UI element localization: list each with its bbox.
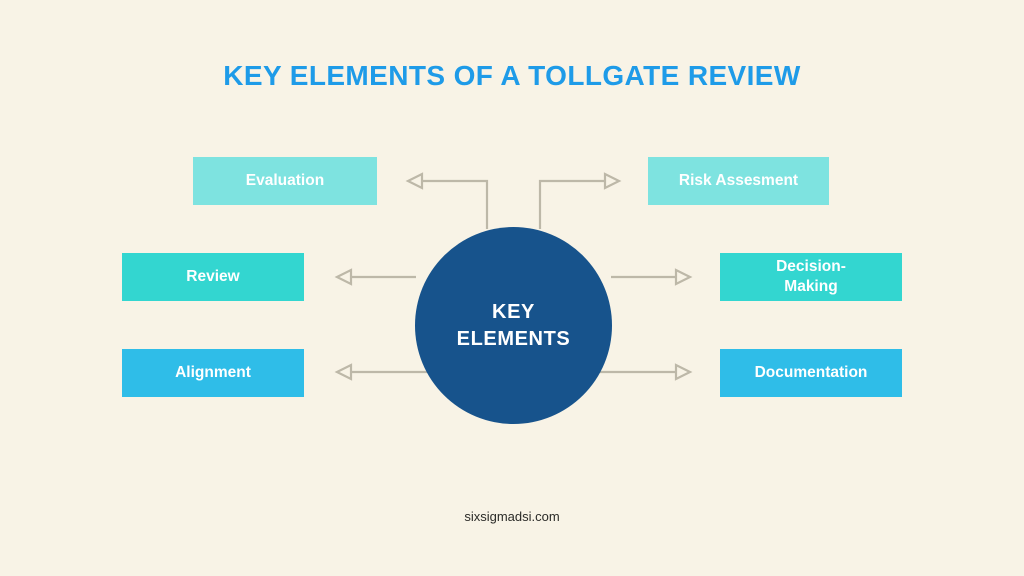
element-label-risk-assesment: Risk Assesment bbox=[678, 172, 799, 190]
element-label-review: Review bbox=[186, 268, 240, 286]
element-label-alignment: Alignment bbox=[175, 364, 251, 382]
connector-center-to-risk-assesment bbox=[538, 179, 606, 229]
element-label-decision-making: Decision- Making bbox=[776, 258, 846, 295]
center-node-label-line1: KEY bbox=[492, 300, 535, 323]
element-box-decision-making[interactable]: Decision- Making bbox=[720, 253, 902, 301]
element-box-risk-assesment[interactable]: Risk Assesment bbox=[648, 157, 829, 205]
arrowhead-review-icon bbox=[334, 268, 353, 286]
page-title: KEY ELEMENTS OF A TOLLGATE REVIEW bbox=[223, 60, 801, 91]
element-box-documentation[interactable]: Documentation bbox=[720, 349, 902, 397]
element-label-evaluation: Evaluation bbox=[245, 172, 325, 190]
arrowhead-evaluation-icon bbox=[405, 172, 424, 190]
center-node: KEY ELEMENTS bbox=[415, 227, 612, 424]
arrowhead-alignment-icon bbox=[334, 363, 353, 381]
arrowhead-decision-making-icon bbox=[674, 268, 693, 286]
arrowhead-documentation-icon bbox=[674, 363, 693, 381]
element-box-alignment[interactable]: Alignment bbox=[122, 349, 304, 397]
element-box-evaluation[interactable]: Evaluation bbox=[193, 157, 377, 205]
element-label-documentation: Documentation bbox=[754, 364, 868, 382]
connector-center-to-evaluation bbox=[421, 179, 489, 229]
element-box-review[interactable]: Review bbox=[122, 253, 304, 301]
footer-website: sixsigmadsi.com bbox=[464, 509, 560, 524]
arrowhead-risk-assesment-icon bbox=[603, 172, 622, 190]
center-node-label-line2: ELEMENTS bbox=[456, 327, 571, 350]
